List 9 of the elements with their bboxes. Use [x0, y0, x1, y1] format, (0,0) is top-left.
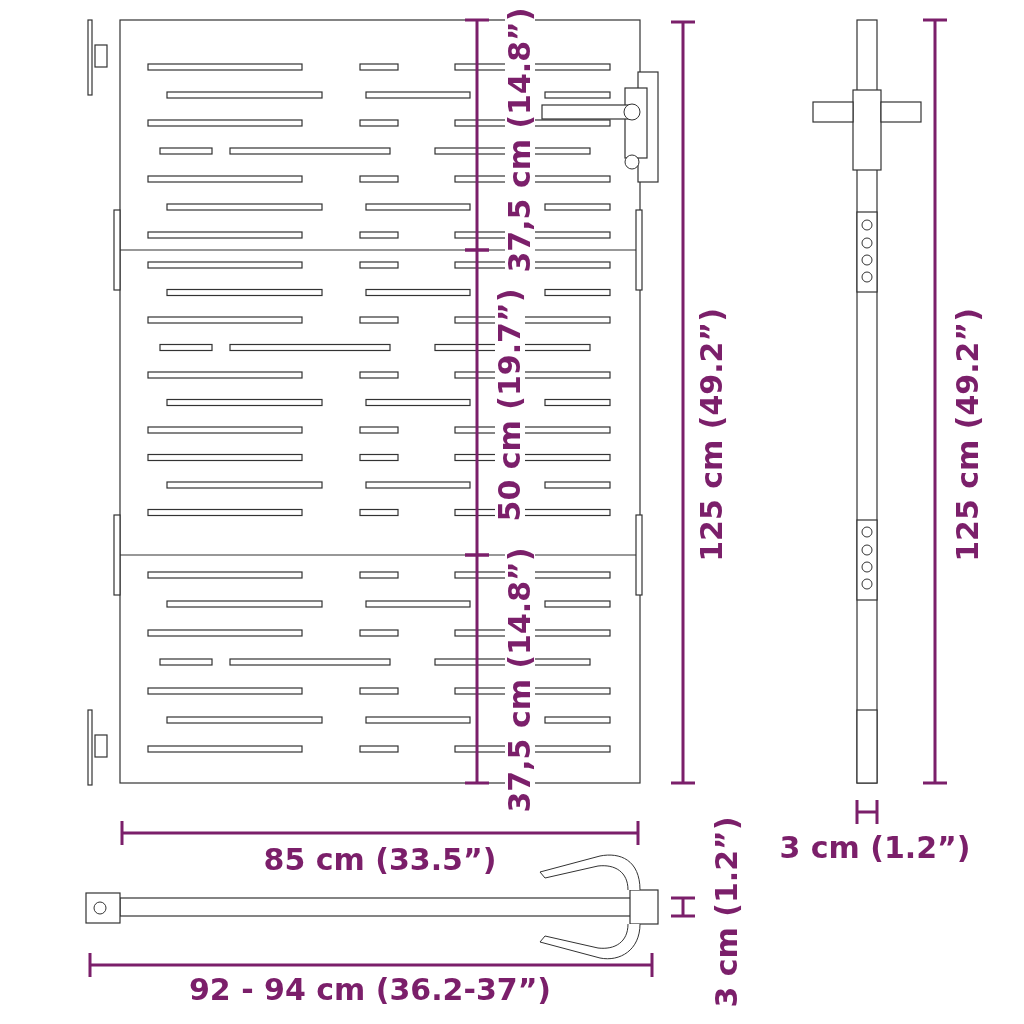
dimension-label: 92 - 94 cm (36.2-37”): [188, 975, 552, 1005]
dimension-label: 85 cm (33.5”): [263, 845, 497, 875]
dimension-label: 125 cm (49.2”): [697, 308, 727, 562]
dimension-label: 37,5 cm (14.8”): [505, 547, 535, 813]
dimension-label: 3 cm (1.2”): [712, 816, 742, 1008]
dimension-label: 125 cm (49.2”): [953, 308, 983, 562]
dimension-label: 50 cm (19.7”): [495, 288, 525, 522]
dimension-label: 37,5 cm (14.8”): [505, 7, 535, 273]
dimension-label: 3 cm (1.2”): [779, 833, 971, 863]
